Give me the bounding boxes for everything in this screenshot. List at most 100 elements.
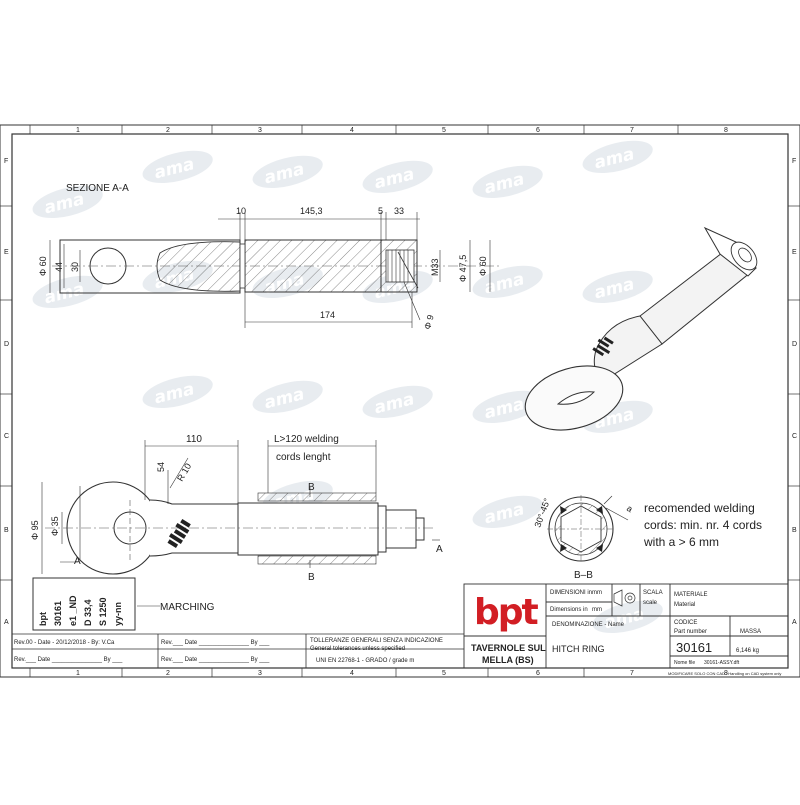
stamp-line: D 33,4	[83, 599, 93, 626]
dim-95: Φ 95	[30, 520, 40, 540]
dim-44: 44	[54, 262, 64, 272]
weld-length-2: cords lenght	[276, 452, 331, 463]
grid-col-label: 2	[166, 670, 170, 677]
rev-4: Rev.___ Date _______________ By ___	[161, 657, 270, 663]
inner-frame	[11, 133, 789, 669]
dim-33: 33	[394, 206, 404, 216]
svg-text:ama: ama	[482, 269, 526, 298]
weld-zone-bottom	[257, 555, 377, 565]
grid-row-label: D	[792, 341, 797, 348]
dim-label: DIMENSIONI in	[550, 590, 592, 596]
ama-watermark: ama	[582, 270, 653, 303]
rev-3: Rev.___ Date _______________ By ___	[161, 640, 270, 646]
ama-watermark: ama	[472, 495, 543, 528]
svg-text:ama: ama	[482, 169, 526, 198]
codice-label: CODICE	[674, 620, 697, 626]
ama-watermark: ama	[362, 385, 433, 418]
ama-watermark: ama	[582, 140, 653, 173]
part-number: 30161	[676, 640, 712, 655]
dim-145: 145,3	[300, 206, 323, 216]
file-name-label: Nome file	[674, 660, 695, 666]
svg-text:ama: ama	[152, 379, 196, 408]
weld-length: L>120 welding	[274, 434, 339, 445]
file-name: 30161-ASSY.dft	[704, 660, 740, 666]
grid-row-label: C	[792, 433, 797, 440]
grid-row-label: E	[4, 249, 9, 256]
massa-label: MASSA	[740, 629, 761, 635]
svg-text:ama: ama	[592, 274, 636, 303]
outer-frame	[0, 124, 800, 678]
material-label: Material	[674, 602, 695, 608]
grid-row-label: F	[792, 158, 796, 165]
grid-col-label: 3	[258, 670, 262, 677]
part-name: HITCH RING	[552, 644, 605, 654]
grid-col-label: 4	[350, 670, 354, 677]
weld-note-line1: recomended welding	[644, 501, 755, 515]
side-shank	[237, 502, 379, 556]
svg-text:ama: ama	[42, 279, 86, 308]
section-label-b2: B	[308, 572, 315, 583]
dim-unit2: mm	[592, 607, 602, 613]
grid-row-label: A	[4, 619, 9, 626]
dim-9: Φ 9	[422, 314, 435, 331]
materiale-label: MATERIALE	[674, 592, 708, 598]
dim-60-left: Φ 60	[38, 256, 48, 276]
dim-54: 54	[156, 462, 166, 472]
grid-col-label: 1	[76, 127, 80, 134]
stamp-marking	[167, 518, 191, 548]
grid-row-label: E	[792, 249, 797, 256]
tolerance-line1: TOLLERANZE GENERALI SENZA INDICAZIONE	[310, 638, 443, 644]
grid-row-label: B	[4, 527, 9, 534]
grid-col-label: 7	[630, 127, 634, 134]
bb-a-label: a	[625, 503, 634, 514]
grid-col-label: 7	[630, 670, 634, 677]
stamp-line: 30161	[53, 601, 63, 626]
stamp-line: bpt	[38, 612, 48, 626]
scale-label: scale	[643, 600, 658, 606]
tolerance-line3: UNI EN 22768-1 - GRADO / grade m	[316, 658, 414, 664]
ama-watermark: ama	[252, 155, 323, 188]
dim-r10: R 10	[175, 462, 193, 483]
grid-row-label: F	[4, 158, 8, 165]
side-pin	[415, 517, 425, 541]
dim-174: 174	[320, 310, 335, 320]
company-line2: MELLA (BS)	[482, 655, 534, 665]
svg-text:ama: ama	[372, 389, 416, 418]
weld-zone-top	[257, 492, 377, 502]
svg-text:ama: ama	[262, 159, 306, 188]
tolerance-line2: General tolerances unless specified	[310, 646, 405, 652]
section-title: SEZIONE A-A	[66, 183, 129, 194]
dim-35: Φ 35	[50, 516, 60, 536]
dim-47: Φ 47,5	[458, 255, 468, 282]
marching-label: MARCHING	[160, 602, 215, 613]
ama-watermark: ama	[142, 375, 213, 408]
section-shank	[244, 239, 382, 293]
dim-label2: Dimensions in	[550, 607, 588, 613]
svg-text:ama: ama	[262, 384, 306, 413]
dim-30: 30	[70, 262, 80, 272]
weld-note-line3: with a > 6 mm	[643, 535, 719, 549]
denominazione-label: DENOMINAZIONE - Name	[552, 622, 625, 628]
grid-row-label: C	[4, 433, 9, 440]
grid-col-label: 3	[258, 127, 262, 134]
weld-note-line2: cords: min. nr. 4 cords	[644, 518, 762, 532]
stamp-line: S 1250	[98, 597, 108, 626]
rev-1: Rev.00 - Date - 20/12/2018 - By: V.Ca	[14, 640, 115, 646]
stamp-line: e1 _ND	[68, 595, 78, 626]
section-label-b1: B	[308, 482, 315, 493]
ama-watermark: ama	[472, 165, 543, 198]
footnote: MODIFICARE SOLO CON CAD / Handling on CA…	[668, 671, 781, 676]
ama-watermark: ama	[142, 150, 213, 183]
section-label-a2: A	[436, 544, 443, 555]
svg-text:ama: ama	[592, 144, 636, 173]
dim-5: 5	[378, 206, 383, 216]
grid-col-label: 8	[724, 127, 728, 134]
svg-text:ama: ama	[152, 154, 196, 183]
section-groove	[239, 243, 246, 289]
dim-60-right: Φ 60	[478, 256, 488, 276]
dim-unit: mm	[592, 590, 602, 596]
svg-text:bpt: bpt	[474, 592, 539, 633]
mass-value: 6,146 kg	[736, 648, 759, 654]
